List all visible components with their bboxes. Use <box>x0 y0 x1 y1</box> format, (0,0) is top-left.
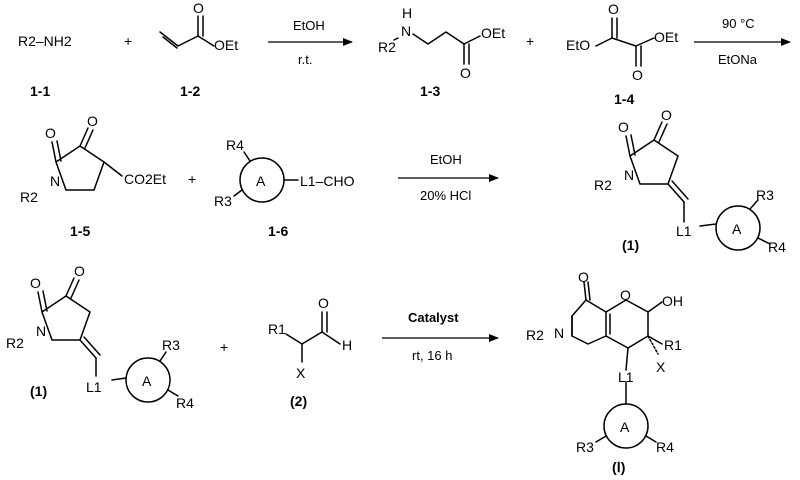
compound-1-6: A R4 R3 L1–CHO 1-6 <box>214 137 355 239</box>
acrylate-o: O <box>193 0 204 16</box>
ester-oet: OEt <box>481 25 505 41</box>
p-ring-a: A <box>620 419 630 435</box>
pyr-r2: R2 <box>20 189 38 205</box>
compound-id-I: (Ⅰ) <box>612 459 625 475</box>
arrow-3-top: EtOH <box>430 152 462 167</box>
pyr-n: N <box>50 173 60 189</box>
plus-sign: + <box>188 171 196 187</box>
compound-1-reactant: A O O N R2 L1 R3 R4 (1) <box>6 263 194 411</box>
ald-r1: R1 <box>268 321 286 337</box>
compound-2: R1 O H X (2) <box>268 295 352 409</box>
ald-h: H <box>342 337 352 353</box>
compound-id-1-repeat: (1) <box>30 383 47 399</box>
arrow-1: EtOH r.t. <box>268 18 353 67</box>
prod-r2: R2 <box>594 177 612 193</box>
s-n: N <box>36 323 46 339</box>
ring-a-label: A <box>256 173 266 189</box>
amine-n: N <box>401 23 411 39</box>
arrow-3-bottom: 20% HCl <box>420 188 471 203</box>
plus-sign: + <box>220 339 228 355</box>
s-r3: R3 <box>162 337 180 353</box>
prod-n: N <box>624 167 634 183</box>
s-ring-a: A <box>142 373 152 389</box>
compound-id-1-5: 1-5 <box>70 223 90 239</box>
arrow-2-top: 90 °C <box>722 16 755 31</box>
arrow-1-top: EtOH <box>293 18 325 33</box>
arrow-2-bottom: EtONa <box>718 52 758 67</box>
oxalate-eto: EtO <box>566 37 590 53</box>
s-o1: O <box>30 275 41 291</box>
oxalate-oet: OEt <box>654 29 678 45</box>
pyr-o2: O <box>87 113 98 129</box>
p-r1: R1 <box>664 337 682 353</box>
p-r3: R3 <box>576 439 594 455</box>
oxalate-o-bottom: O <box>632 67 643 83</box>
compound-id-2: (2) <box>290 393 307 409</box>
compound-id-1-3: 1-3 <box>420 83 440 99</box>
acrylate-oet: OEt <box>214 37 238 53</box>
ald-x: X <box>296 365 306 381</box>
compound-1: A O O N R2 L1 R3 R4 (1) <box>594 107 786 255</box>
compound-id-1-4: 1-4 <box>614 91 634 107</box>
p-o-carbonyl: O <box>578 269 589 285</box>
compound-id-1-2: 1-2 <box>180 83 200 99</box>
p-x: X <box>656 359 666 375</box>
s-r4: R4 <box>176 395 194 411</box>
arrow-1-bottom: r.t. <box>298 52 312 67</box>
arrow-4-top: Catalyst <box>408 310 459 325</box>
pyr-o1: O <box>45 125 56 141</box>
compound-1-2: O OEt 1-2 <box>159 0 238 99</box>
s-r2: R2 <box>6 335 24 351</box>
compound-id-1: (1) <box>622 237 639 253</box>
plus-sign: + <box>526 33 534 49</box>
ald-o: O <box>318 295 329 311</box>
p-l1: L1 <box>618 369 634 385</box>
prod-r4: R4 <box>768 239 786 255</box>
ald-l1-cho: L1–CHO <box>300 173 355 189</box>
pyr-co2et: CO2Et <box>124 171 166 187</box>
compound-I: A O O OH N R2 R1 X L1 R3 R4 (Ⅰ) <box>526 269 683 475</box>
compound-1-5: O O N R2 CO2Et 1-5 <box>20 113 166 239</box>
compound-1-4: EtO O O OEt 1-4 <box>566 1 678 107</box>
plus-sign: + <box>124 33 132 49</box>
arrow-4: Catalyst rt, 16 h <box>382 310 499 363</box>
prod-o1: O <box>618 119 629 135</box>
arrow-2: 90 °C EtONa <box>694 16 791 67</box>
compound-1-1: R2–NH2 1-1 <box>18 33 72 99</box>
oxalate-o-top: O <box>608 1 619 17</box>
s-l1: L1 <box>86 379 102 395</box>
compound-1-3: H N R2 O OEt 1-3 <box>378 5 505 99</box>
prod-ring-a: A <box>732 221 742 237</box>
ester-o: O <box>460 65 471 81</box>
p-o-ring: O <box>620 287 631 303</box>
ald-r4: R4 <box>226 137 244 153</box>
p-r4: R4 <box>656 439 674 455</box>
prod-r3: R3 <box>756 187 774 203</box>
p-r2: R2 <box>526 327 544 343</box>
s-o2: O <box>74 263 85 279</box>
p-n: N <box>554 325 564 341</box>
amine-h: H <box>402 5 412 21</box>
ald-r3: R3 <box>214 193 232 209</box>
p-oh: OH <box>662 293 683 309</box>
arrow-3: EtOH 20% HCl <box>398 152 499 203</box>
compound-id-1-6: 1-6 <box>268 223 288 239</box>
amine-r2: R2 <box>378 39 396 55</box>
arrow-4-bottom: rt, 16 h <box>412 348 452 363</box>
prod-o2: O <box>661 107 672 123</box>
compound-id-1-1: 1-1 <box>30 83 50 99</box>
prod-l1: L1 <box>676 223 692 239</box>
amine-label: R2–NH2 <box>18 33 72 49</box>
